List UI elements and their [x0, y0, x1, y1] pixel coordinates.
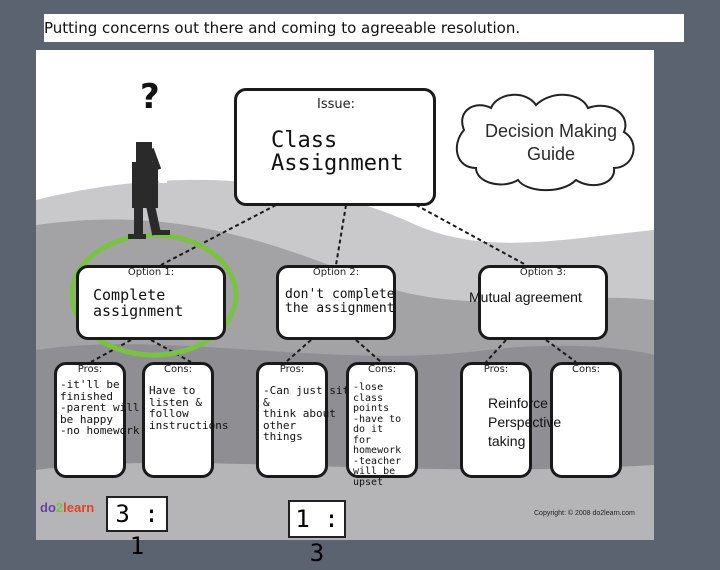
logo-part-3: learn [63, 500, 95, 515]
tally-option-1: 3 : 1 [106, 496, 168, 560]
option-3-label: Option 3: [519, 267, 567, 278]
option-1-box: Option 1: Complete assignment [76, 265, 226, 340]
option-2-cons-box: Cons: -lose class points -have to do it … [346, 362, 418, 487]
option-3-box: Option 3: Mutual agreement [469, 265, 608, 340]
option-3-text: Mutual agreement [469, 289, 582, 305]
decision-guide-image: ? Decision Making Guide Issue: Class Ass… [36, 50, 654, 567]
option-2-pros-text: -Can just sit & think about other things [263, 384, 350, 444]
thinking-figure-icon [128, 142, 170, 239]
option-1-text: Complete assignment [93, 286, 184, 320]
do2learn-logo: do2learn [40, 500, 94, 515]
option-1-cons-text: Have to listen & follow instructions [149, 384, 229, 432]
logo-part-2: 2 [55, 500, 64, 515]
option-2-text: don't complete the assignment [285, 287, 395, 316]
option-2-label: Option 2: [312, 267, 360, 278]
question-mark-icon: ? [140, 77, 160, 117]
option-2-cons-text: -lose class points -have to do it for ho… [353, 382, 402, 488]
option-1-cons-box: Cons: Have to listen & follow instructio… [142, 362, 228, 478]
option-1-pros-label: Pros: [77, 364, 103, 375]
option-1-pros-box: Pros: -it'll be finished -parent will be… [54, 362, 139, 478]
connector-lines [90, 204, 577, 363]
slide-title: Putting concerns out there and coming to… [44, 14, 684, 42]
option-3-cons-box: Cons: [550, 362, 622, 478]
option-2-cons-label: Cons: [367, 364, 397, 375]
option-2-box: Option 2: don't complete the assignment [276, 265, 396, 340]
tally-option-2: 1 : 3 [288, 500, 346, 567]
issue-label: Issue: [317, 97, 355, 112]
option-2-pros-label: Pros: [279, 364, 305, 375]
logo-part-1: do [40, 500, 56, 515]
guide-heading: Decision Making Guide [484, 121, 618, 164]
option-3-cons-text: Reinforce Perspective taking [488, 395, 562, 449]
option-1-pros-text: -it'll be finished -parent will be happy… [60, 378, 140, 438]
option-1-label: Option 1: [127, 267, 175, 278]
option-1-cons-label: Cons: [163, 364, 193, 375]
copyright-text: Copyright: © 2008 do2learn.com [534, 510, 635, 517]
option-3-pros-box: Pros: [460, 362, 532, 478]
option-3-cons-label: Cons: [571, 364, 601, 375]
option-2-pros-box: Pros: -Can just sit & think about other … [256, 362, 349, 478]
issue-text: Class Assignment [271, 128, 404, 177]
issue-box: Issue: Class Assignment [234, 88, 436, 206]
option-3-pros-label: Pros: [483, 364, 509, 375]
